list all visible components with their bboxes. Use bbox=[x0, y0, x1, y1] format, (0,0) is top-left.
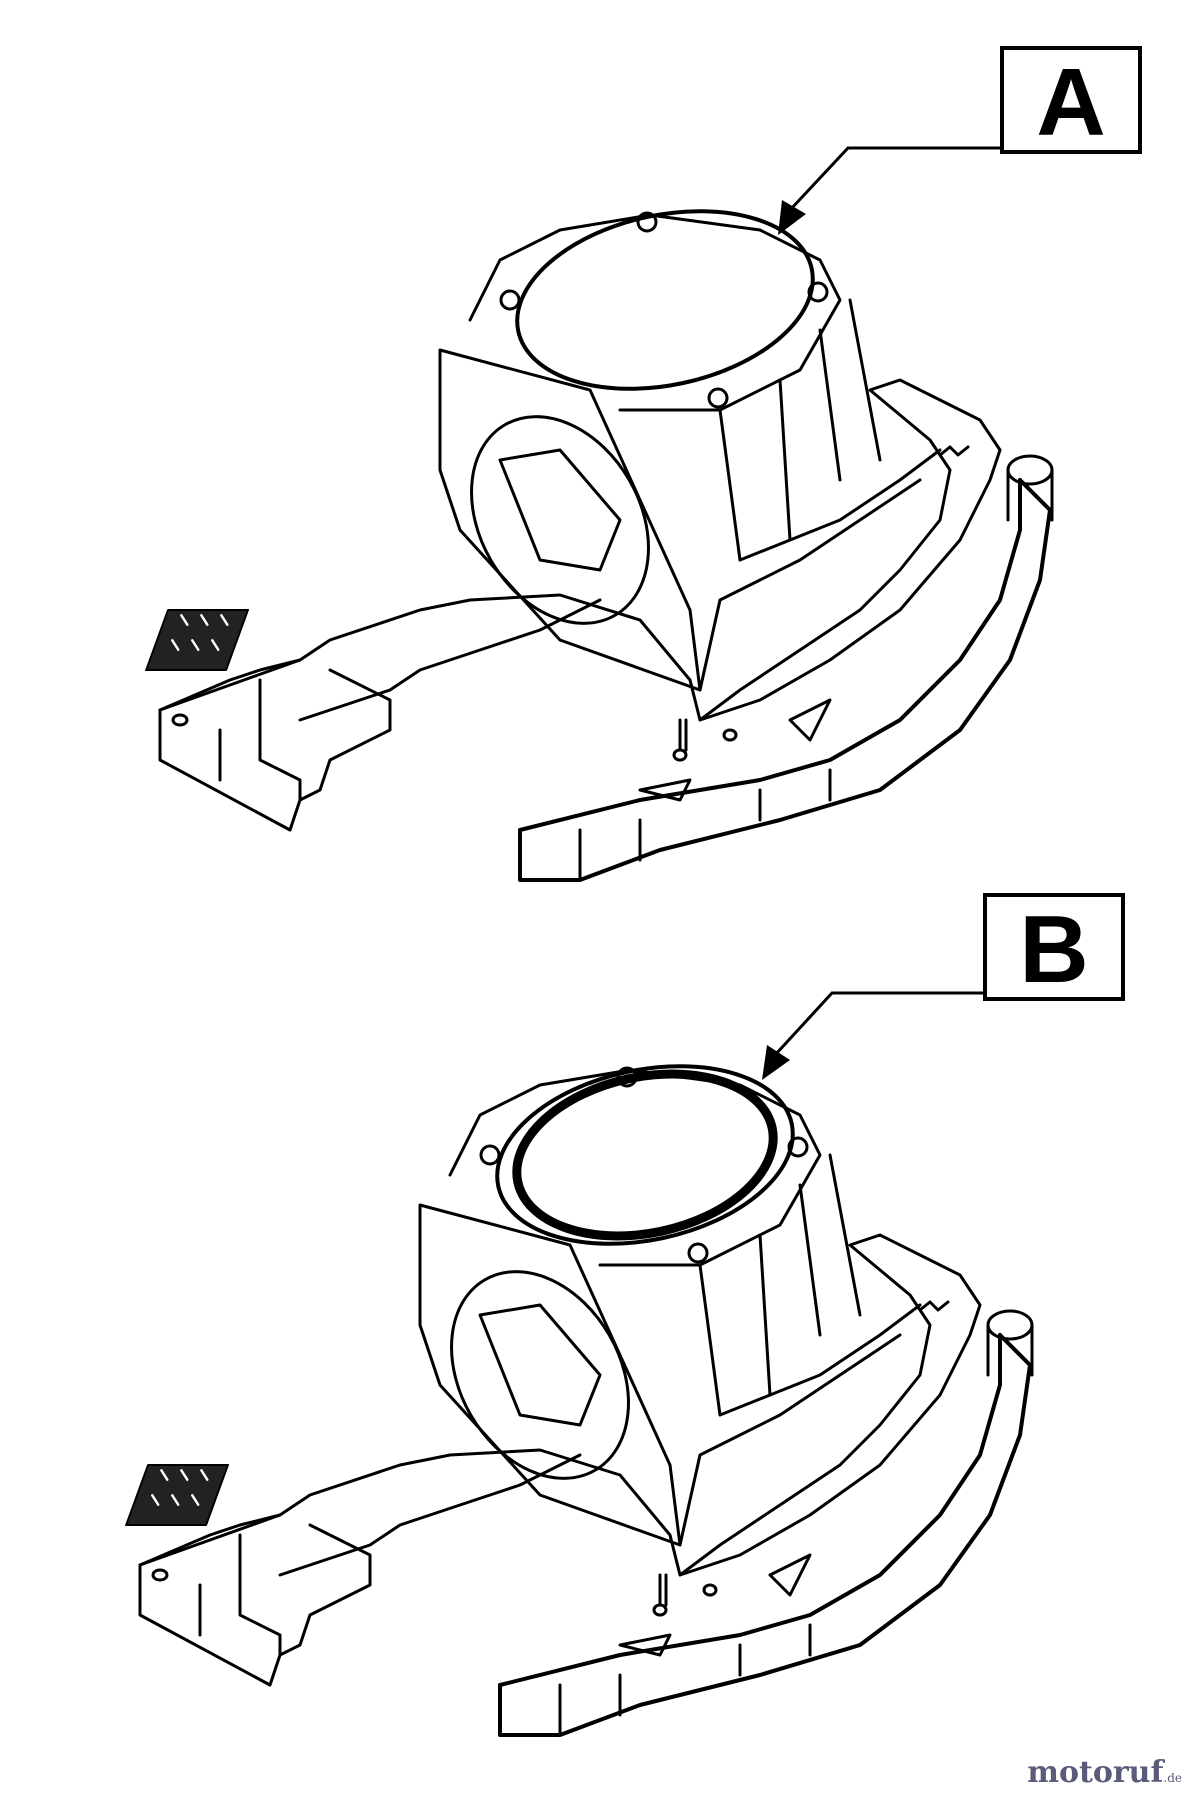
callout-box-b: B bbox=[983, 893, 1125, 1003]
crankcase-drawing-a bbox=[144, 183, 1054, 882]
callout-label-b: B bbox=[1019, 896, 1088, 1003]
callout-arrow-a bbox=[778, 146, 1002, 235]
callout-label-a: A bbox=[1036, 49, 1105, 156]
callout-box-a: A bbox=[1000, 46, 1142, 156]
callout-arrow-b bbox=[762, 991, 985, 1080]
watermark-brand: motoruf bbox=[1027, 1755, 1164, 1790]
crankcase-drawing-b bbox=[124, 1038, 1034, 1737]
watermark-logo: motoruf.de bbox=[1027, 1755, 1182, 1790]
gasket-ring-highlight bbox=[512, 1069, 778, 1241]
watermark-tld: .de bbox=[1163, 1771, 1182, 1785]
